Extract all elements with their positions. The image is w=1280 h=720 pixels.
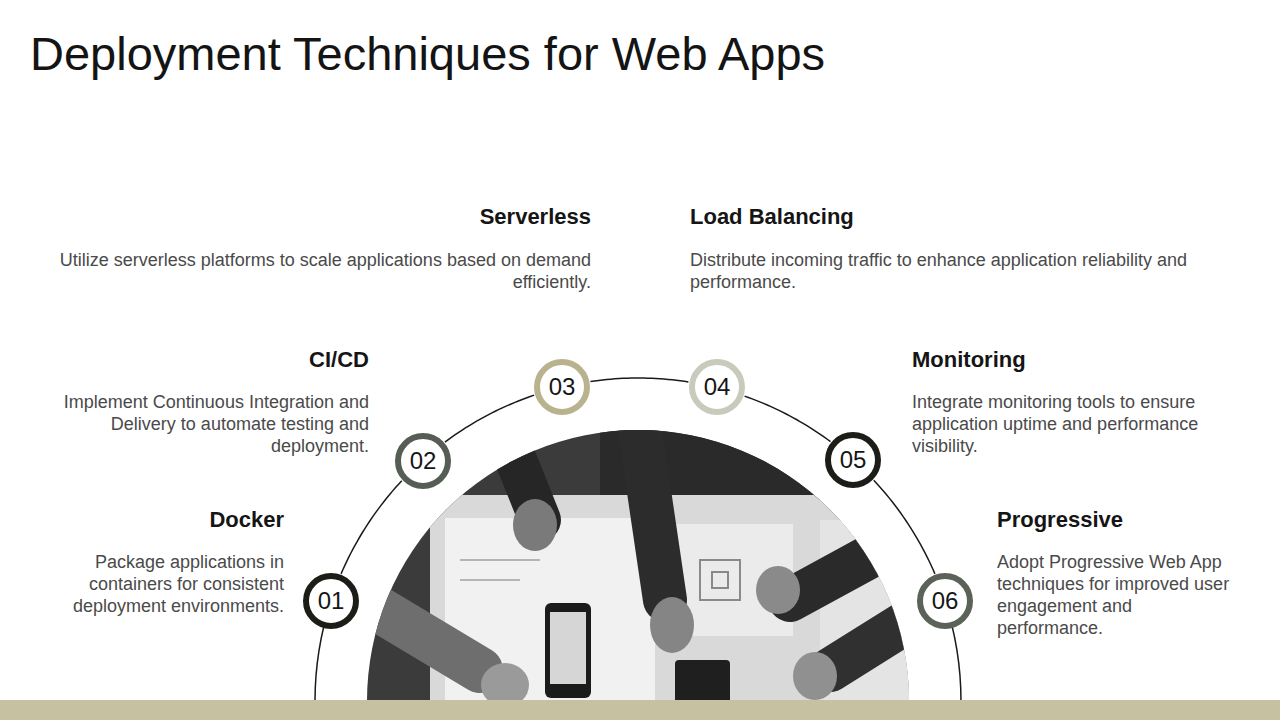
step-number: 02 xyxy=(410,449,437,473)
step-heading: Progressive xyxy=(997,507,1257,533)
step-description: Adopt Progressive Web App techniques for… xyxy=(997,551,1243,639)
step-number: 04 xyxy=(704,375,731,399)
step-description: Distribute incoming traffic to enhance a… xyxy=(690,249,1218,293)
arc-connector xyxy=(445,395,534,442)
sketch xyxy=(712,572,728,588)
sketch xyxy=(700,560,740,600)
sketch xyxy=(460,579,520,581)
arc-connector xyxy=(745,396,831,442)
step-number: 01 xyxy=(318,589,345,613)
step-heading: Docker xyxy=(44,507,284,533)
photo-ground xyxy=(360,420,920,710)
photo-illustration xyxy=(360,420,920,710)
phone-screen xyxy=(550,612,586,684)
step-heading: Serverless xyxy=(31,204,591,230)
circle-ring xyxy=(828,435,878,485)
diagram-title: Deployment Techniques for Web Apps xyxy=(30,26,825,81)
step-number: 03 xyxy=(549,375,576,399)
arc-connector xyxy=(341,481,402,574)
arc-connector xyxy=(590,378,688,382)
circle-ring xyxy=(920,576,970,626)
footer-band xyxy=(0,700,1280,720)
step-heading: Monitoring xyxy=(912,347,1232,373)
arc-connector xyxy=(874,480,935,574)
arm xyxy=(640,430,665,600)
circle-ring xyxy=(306,576,356,626)
arm xyxy=(830,620,910,670)
phone xyxy=(545,603,591,698)
step-circle: 04 xyxy=(688,358,746,416)
sketch xyxy=(460,559,540,561)
step-description: Utilize serverless platforms to scale ap… xyxy=(31,249,591,293)
step-description: Integrate monitoring tools to ensure app… xyxy=(912,391,1218,457)
hand xyxy=(513,499,557,551)
circle-ring xyxy=(537,362,587,412)
step-circle: 03 xyxy=(533,358,591,416)
arm xyxy=(380,610,480,670)
circle-ring xyxy=(692,362,742,412)
step-description: Package applications in containers for c… xyxy=(56,551,284,617)
step-number: 05 xyxy=(840,448,867,472)
circle-ring xyxy=(398,436,448,486)
step-circle: 06 xyxy=(916,572,974,630)
hand xyxy=(756,566,800,614)
step-circle: 05 xyxy=(824,431,882,489)
step-number: 06 xyxy=(932,589,959,613)
arm xyxy=(790,540,900,600)
step-description: Implement Continuous Integration and Del… xyxy=(43,391,369,457)
step-heading: CI/CD xyxy=(39,347,369,373)
hand xyxy=(793,652,837,700)
hand xyxy=(650,597,694,653)
step-circle: 01 xyxy=(302,572,360,630)
step-circle: 02 xyxy=(394,432,452,490)
step-heading: Load Balancing xyxy=(690,204,1220,230)
